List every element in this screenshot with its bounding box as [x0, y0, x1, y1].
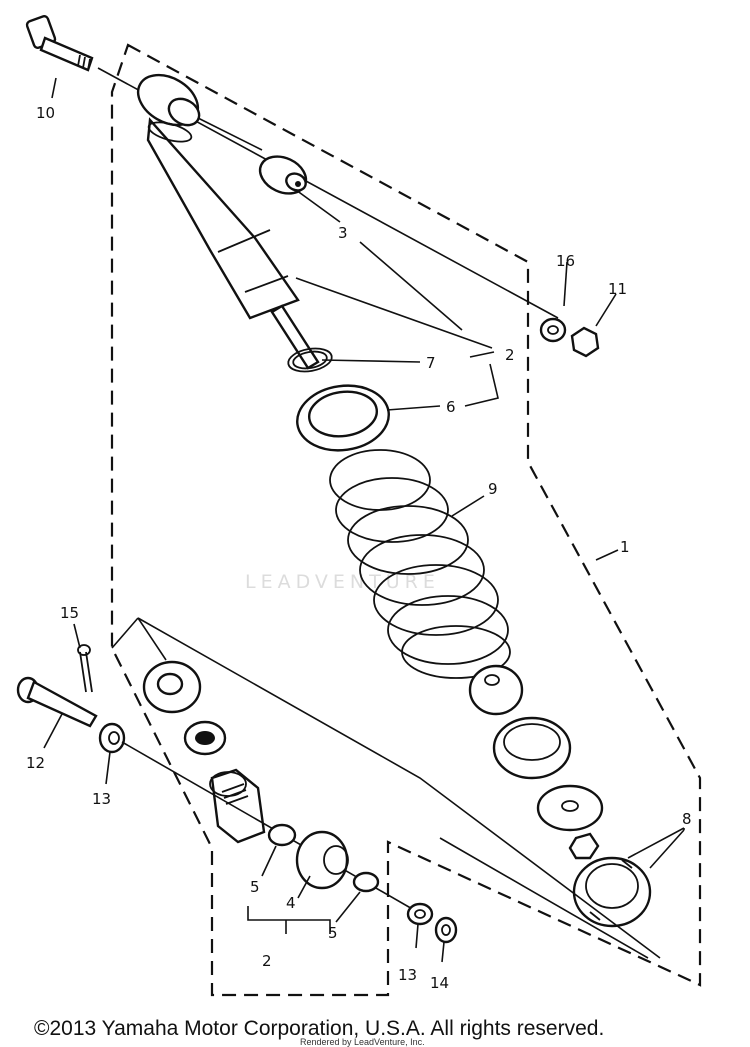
callout-9: 9 — [488, 480, 498, 498]
part-rubber-mount-upper — [142, 660, 202, 714]
assembly-boundary — [110, 43, 702, 997]
part-bushing-5a — [267, 823, 297, 847]
part-spring — [329, 449, 511, 679]
callout-4: 4 — [286, 894, 296, 912]
part-lower-eye — [209, 768, 266, 844]
callout-13-right: 13 — [398, 966, 417, 984]
part-collar — [295, 830, 349, 890]
part-lower-nut — [568, 832, 600, 860]
callout-10: 10 — [36, 104, 55, 122]
part-upper-nut-11 — [570, 326, 600, 358]
callout-15: 15 — [60, 604, 79, 622]
callout-1: 1 — [620, 538, 630, 556]
part-cotter-pin — [77, 644, 93, 693]
part-washer-13-lower — [406, 902, 434, 926]
copyright-text: ©2013 Yamaha Motor Corporation, U.S.A. A… — [34, 1017, 604, 1040]
part-circlip — [287, 347, 333, 373]
part-adjuster-ring — [572, 856, 652, 928]
watermark: LEADVENTURE — [245, 571, 440, 593]
part-lower-washer — [536, 784, 604, 832]
part-rubber-mount-lower — [183, 720, 227, 756]
part-shock-absorber — [136, 73, 320, 370]
part-bump-stop — [468, 664, 524, 716]
callout-2-lower: 2 — [262, 952, 272, 970]
callout-16: 16 — [556, 252, 575, 270]
callout-6: 6 — [446, 398, 456, 416]
callout-11: 11 — [608, 280, 627, 298]
part-washer-14 — [434, 916, 458, 944]
callout-12: 12 — [26, 754, 45, 772]
rendered-by-text: Rendered by LeadVenture, Inc. — [300, 1037, 425, 1047]
callout-2-upper: 2 — [505, 346, 515, 364]
callout-8: 8 — [682, 810, 692, 828]
part-upper-bushing — [258, 155, 308, 195]
part-washer-13-upper — [98, 722, 126, 754]
callout-7: 7 — [426, 354, 436, 372]
part-upper-bolt — [25, 15, 94, 72]
callout-3: 3 — [338, 224, 348, 242]
part-lower-bolt — [16, 676, 98, 728]
callout-5-right: 5 — [328, 924, 338, 942]
part-spring-seat — [296, 384, 390, 452]
leader-lines — [43, 77, 685, 963]
callout-13-left: 13 — [92, 790, 111, 808]
part-upper-washer-16 — [539, 317, 567, 343]
part-lower-spring-cup — [492, 716, 572, 780]
callout-5-left: 5 — [250, 878, 260, 896]
part-bushing-5b — [352, 871, 380, 893]
callout-14: 14 — [430, 974, 449, 992]
